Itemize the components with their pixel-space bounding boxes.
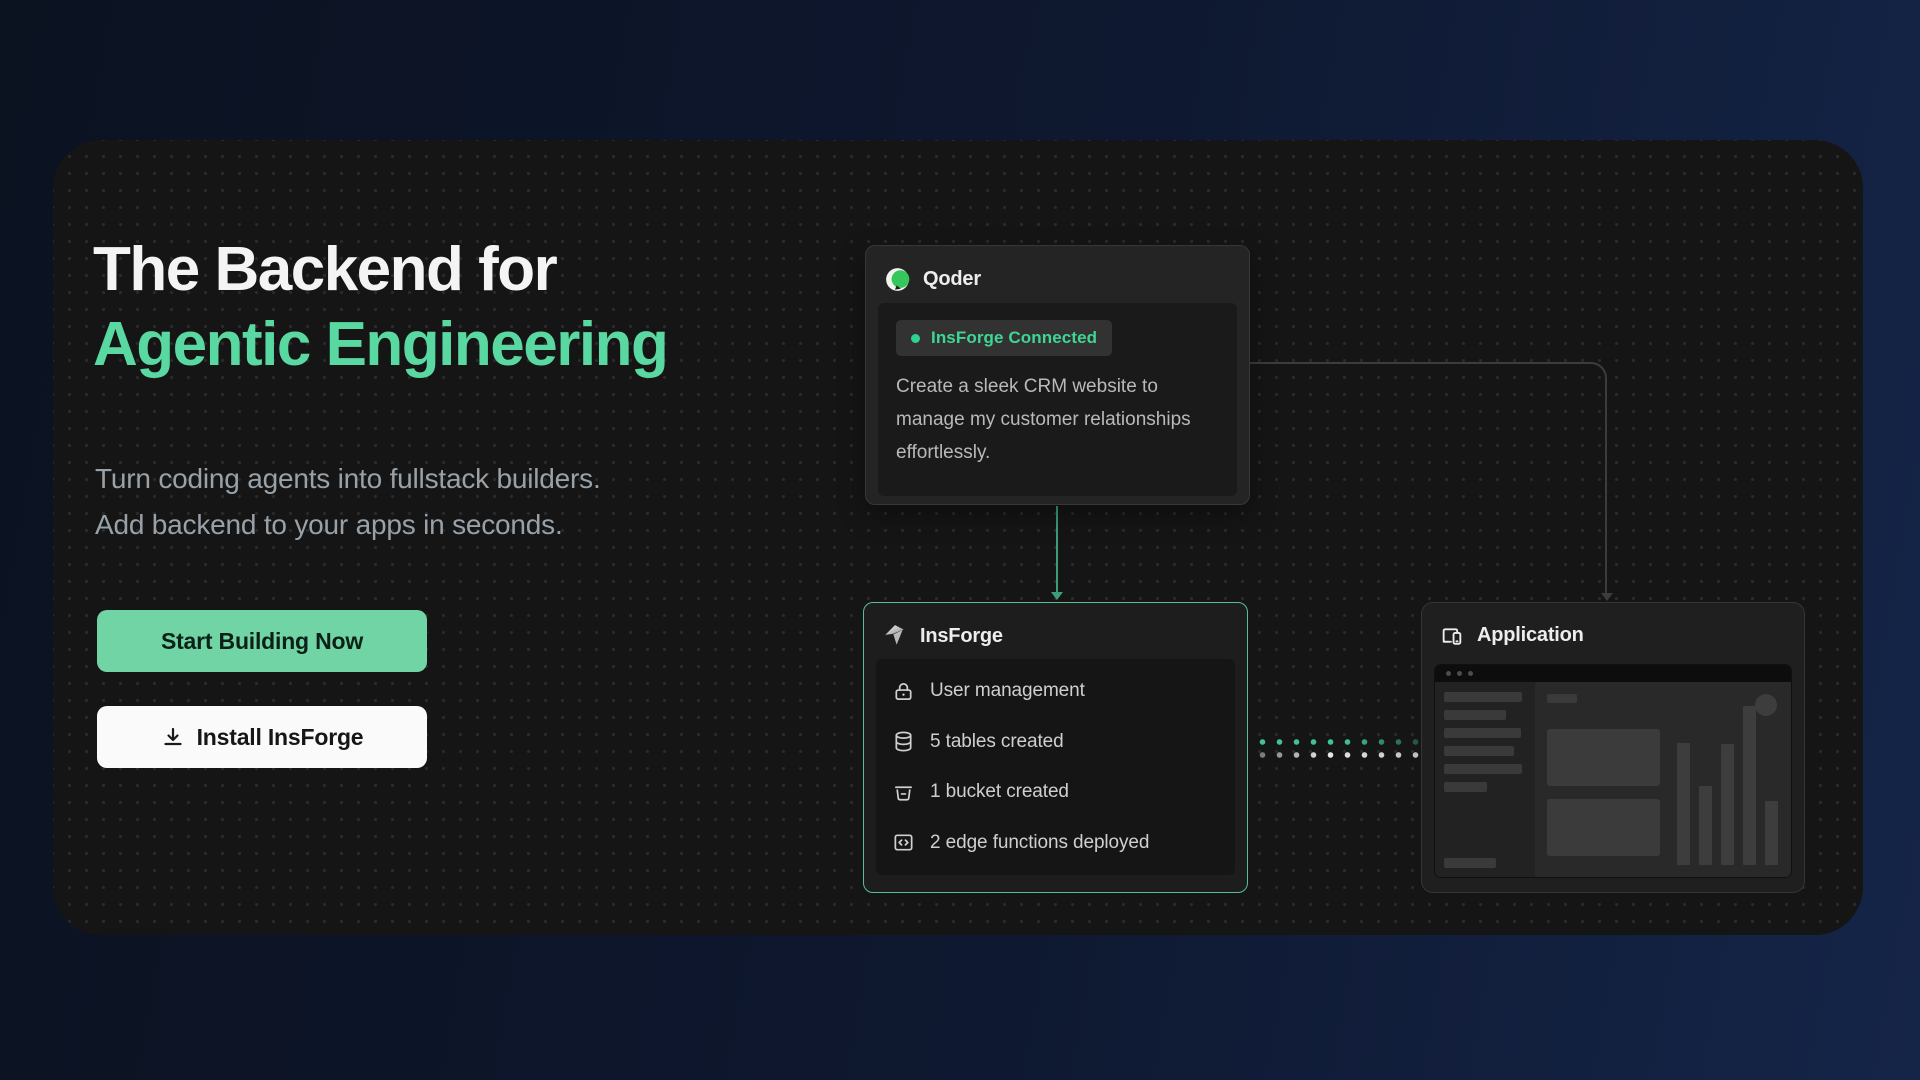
application-card: Application: [1421, 602, 1805, 893]
window-dot-icon: [1446, 671, 1451, 676]
app-window-body: [1435, 682, 1791, 877]
insforge-card-title: InsForge: [920, 624, 1003, 647]
install-insforge-label: Install InsForge: [196, 723, 364, 750]
feature-label: 2 edge functions deployed: [930, 831, 1150, 853]
window-controls: [1435, 665, 1791, 682]
skeleton-bar: [1444, 782, 1487, 792]
feature-label: 5 tables created: [930, 730, 1064, 752]
page-title-line2: Agentic Engineering: [93, 310, 669, 379]
code-icon: [892, 831, 915, 854]
chart-bar: [1721, 744, 1734, 865]
start-building-label: Start Building Now: [160, 627, 364, 654]
insforge-connected-badge: InsForge Connected: [896, 320, 1113, 356]
skeleton-card: [1547, 799, 1660, 856]
skeleton-bar: [1444, 858, 1496, 868]
qoder-card-header: Qoder: [878, 258, 1237, 303]
connector-insforge-to-application-dots-green: [1252, 737, 1420, 747]
page-title-line1: The Backend for: [93, 235, 558, 304]
insforge-card-body: User management 5 tables created: [876, 659, 1235, 875]
skeleton-bar: [1444, 710, 1506, 720]
badge-label: InsForge Connected: [931, 328, 1098, 347]
feature-row-tables: 5 tables created: [892, 727, 1219, 757]
application-card-title: Application: [1477, 624, 1584, 646]
feature-row-user-management: User management: [892, 676, 1219, 706]
page-title: The Backend for Agentic Engineering: [93, 232, 753, 382]
skeleton-bar: [1444, 728, 1521, 738]
arrowhead-down-green-icon: [1051, 592, 1063, 600]
window-dot-icon: [1457, 671, 1462, 676]
qoder-card: Qoder InsForge Connected Create a sleek …: [865, 245, 1250, 505]
feature-row-edge-functions: 2 edge functions deployed: [892, 828, 1219, 858]
qoder-card-title: Qoder: [923, 268, 981, 290]
connector-insforge-to-application-dots-white: [1252, 750, 1420, 760]
app-main-skeleton: [1535, 682, 1791, 877]
lock-icon: [892, 680, 915, 703]
feature-row-bucket: 1 bucket created: [892, 777, 1219, 807]
chart-bar: [1743, 706, 1756, 865]
skeleton-bar: [1444, 746, 1514, 756]
download-icon: [161, 725, 185, 749]
hero-subtitle-line2: Add backend to your apps in seconds.: [95, 509, 563, 540]
status-dot-icon: [911, 333, 920, 343]
feature-label: 1 bucket created: [930, 781, 1069, 803]
chart-circle: [1755, 694, 1777, 716]
qoder-logo-icon: [884, 266, 911, 293]
app-window-mockup: [1434, 664, 1792, 878]
feature-label: User management: [930, 680, 1085, 701]
connector-qoder-to-insforge: [1056, 506, 1058, 593]
chart-bar: [1765, 801, 1778, 865]
devices-icon: [1440, 623, 1465, 648]
install-insforge-button[interactable]: Install InsForge: [97, 706, 427, 768]
skeleton-bar: [1444, 692, 1522, 702]
start-building-button[interactable]: Start Building Now: [97, 610, 427, 672]
bucket-icon: [892, 781, 915, 804]
skeleton-bar: [1547, 694, 1577, 703]
hero-subtitle-line1: Turn coding agents into fullstack builde…: [95, 463, 601, 494]
prompt-text: Create a sleek CRM website to manage my …: [896, 376, 1191, 463]
insforge-card-header: InsForge: [876, 615, 1235, 659]
connector-qoder-to-application: [1250, 362, 1607, 594]
chart-bar: [1677, 743, 1690, 865]
arrowhead-down-gray-icon: [1601, 593, 1613, 601]
app-sidebar-skeleton: [1435, 682, 1535, 877]
qoder-card-body: InsForge Connected Create a sleek CRM we…: [878, 303, 1237, 496]
database-icon: [892, 730, 915, 753]
insforge-logo-icon: [882, 623, 908, 649]
skeleton-bar: [1444, 764, 1522, 774]
skeleton-card: [1547, 729, 1660, 786]
application-card-header: Application: [1434, 615, 1792, 658]
chart-bar: [1699, 786, 1712, 865]
hero-subtitle: Turn coding agents into fullstack builde…: [95, 456, 715, 548]
insforge-card: InsForge User management: [863, 602, 1248, 893]
hero-panel: The Backend for Agentic Engineering Turn…: [53, 140, 1863, 935]
window-dot-icon: [1468, 671, 1473, 676]
skeleton-bar-chart: [1677, 694, 1778, 865]
